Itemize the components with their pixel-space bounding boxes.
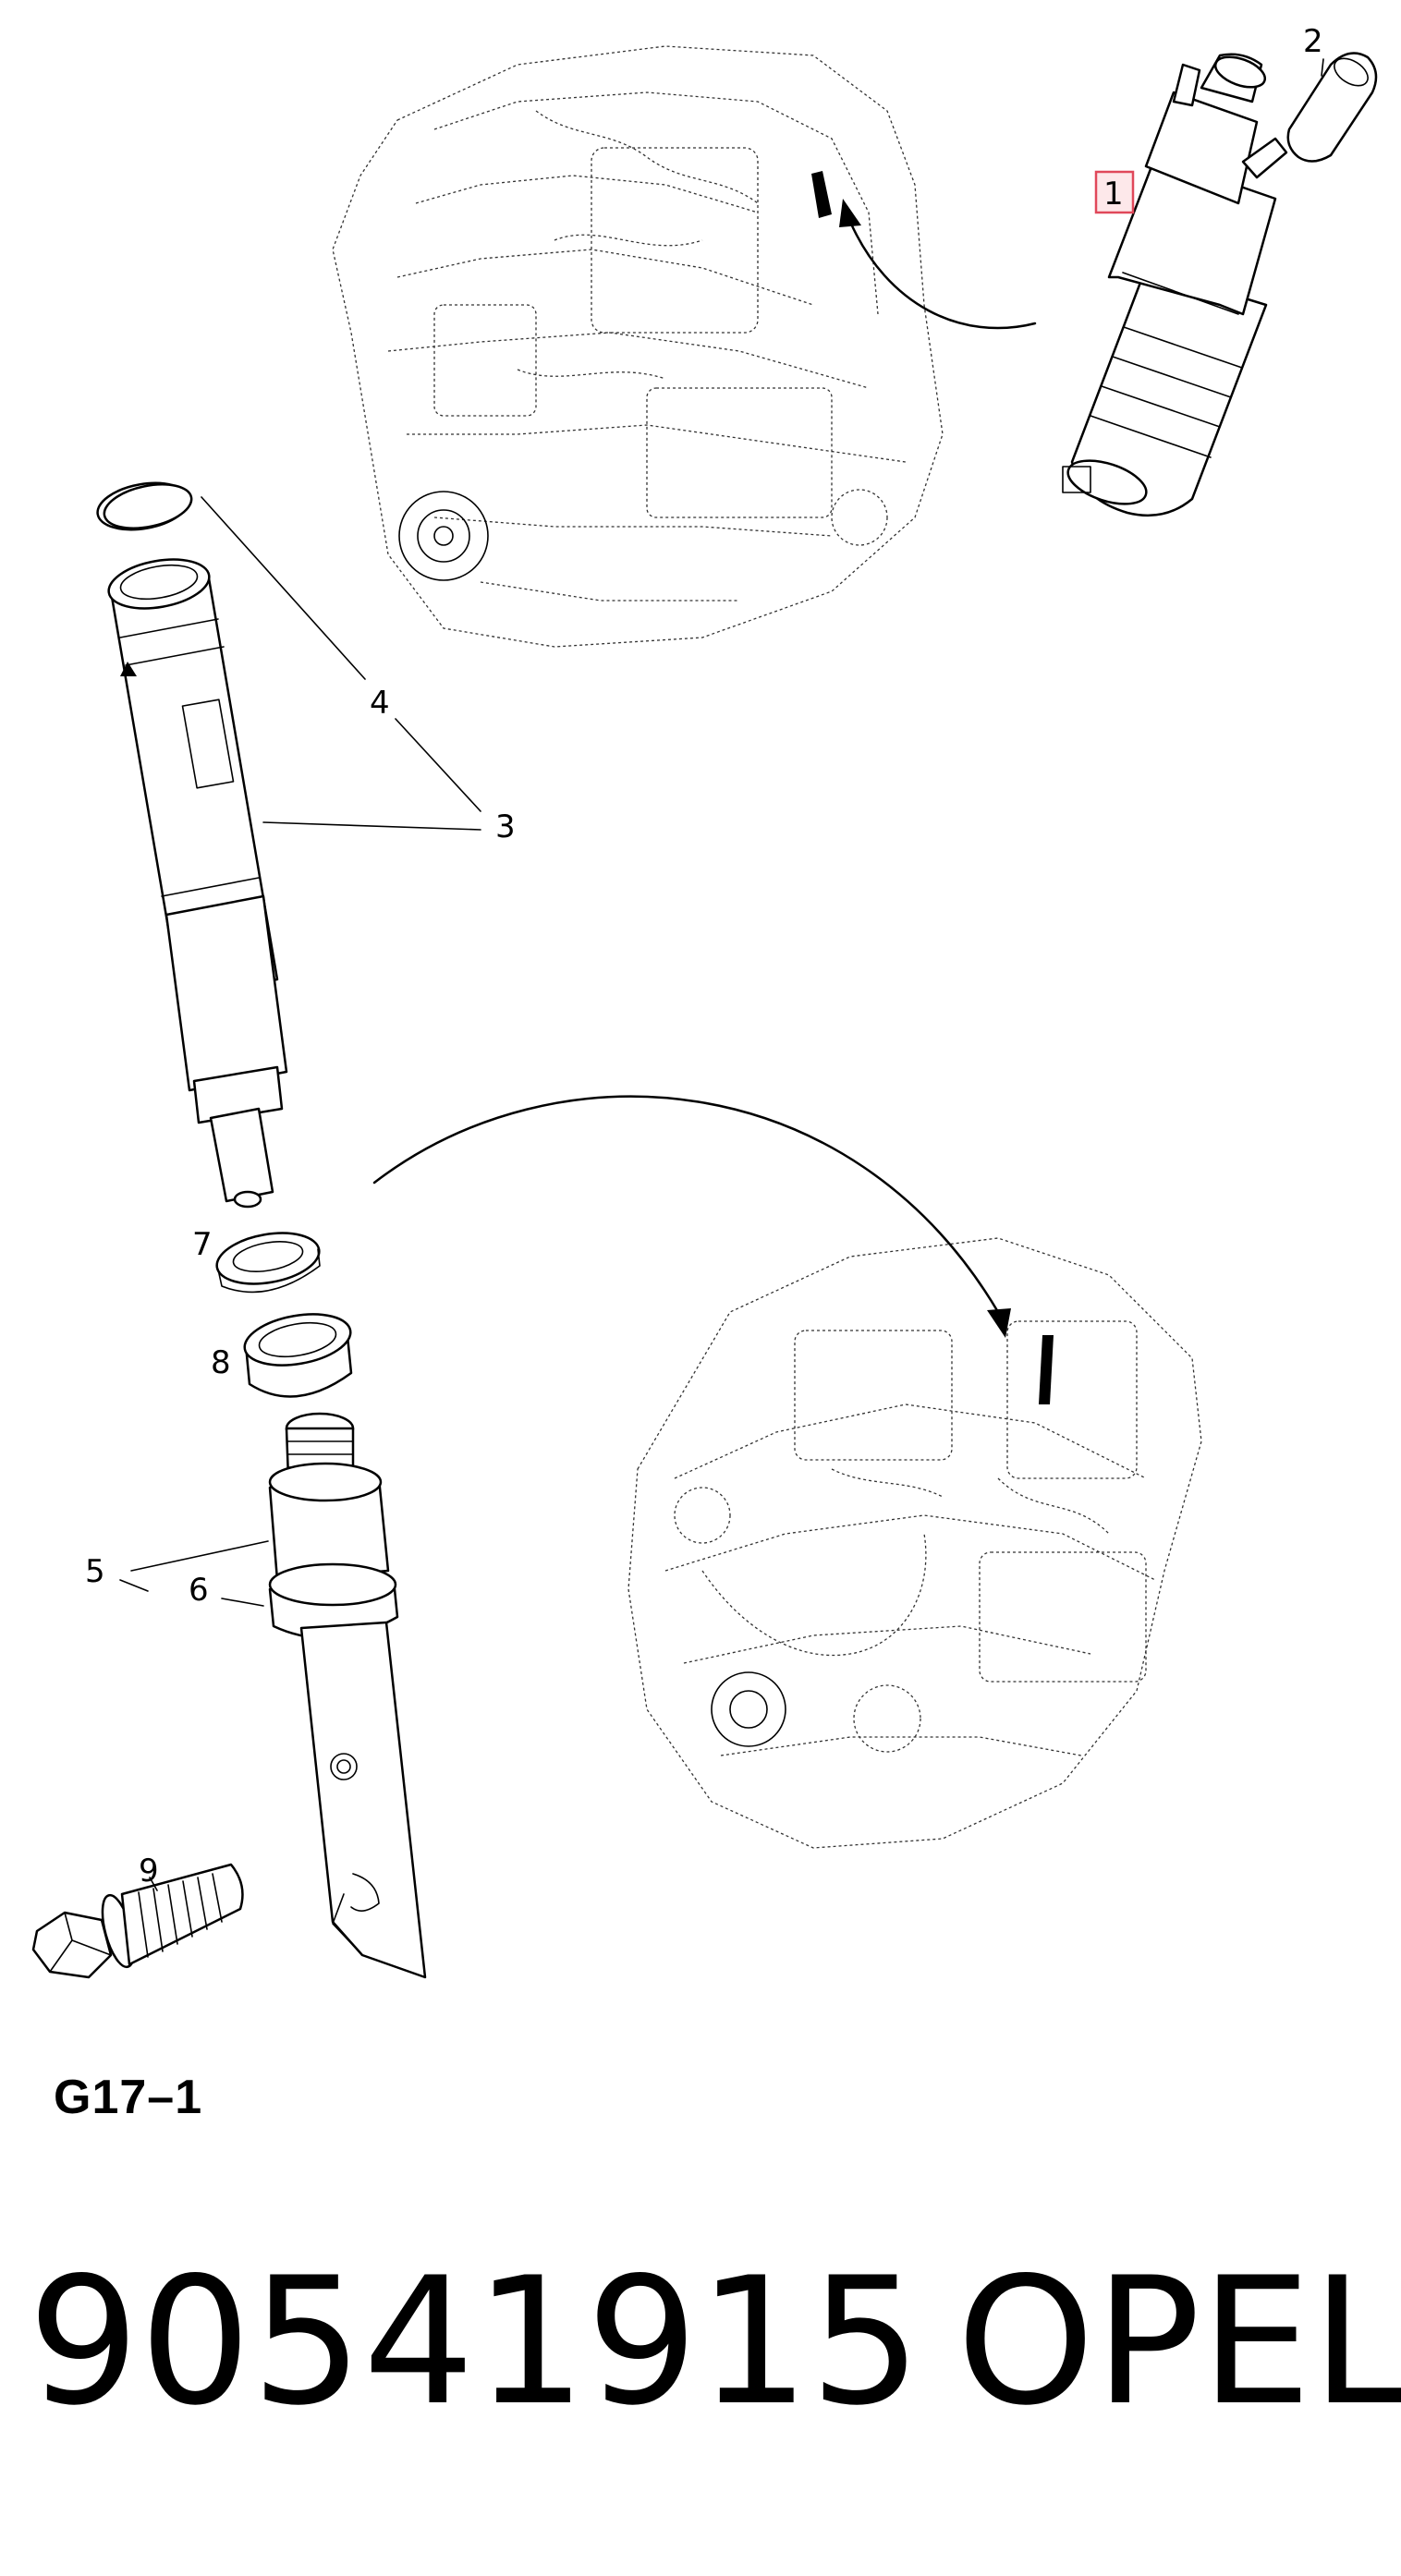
upper-engine-illustration <box>332 45 944 648</box>
lower-connector-arrow <box>372 1095 1000 1314</box>
protective-cap-2 <box>1286 52 1378 163</box>
leader-2 <box>1321 58 1324 77</box>
seal-ring-4 <box>103 483 193 529</box>
callout-9: 9 <box>139 1853 159 1889</box>
callout-6: 6 <box>189 1572 209 1609</box>
callout-1-highlight <box>1094 170 1135 214</box>
clamp-6 <box>268 1562 427 1979</box>
leader-6a <box>119 1579 149 1592</box>
part-number: 90541915 <box>28 2240 922 2444</box>
seal-washer-7 <box>215 1232 321 1294</box>
leader-9 <box>149 1877 158 1891</box>
callout-2: 2 <box>1303 23 1323 60</box>
bolt-9 <box>31 1863 244 1979</box>
injector-body-3 <box>96 481 288 1209</box>
upper-connector-arrow <box>848 220 1037 330</box>
callout-1: 1 <box>1103 176 1124 213</box>
callout-3: 3 <box>495 808 516 845</box>
sleeve-ring-8 <box>243 1313 353 1398</box>
callout-7: 7 <box>192 1226 213 1263</box>
leader-4b <box>395 718 481 812</box>
leader-5 <box>130 1540 269 1572</box>
callout-5: 5 <box>85 1553 105 1590</box>
leader-3 <box>262 821 481 831</box>
upper-arrowhead <box>839 199 861 227</box>
lower-engine-illustration <box>627 1237 1202 1849</box>
callout-4: 4 <box>370 685 390 722</box>
injector-assembly-1 <box>1062 53 1288 517</box>
nozzle-holder-5 <box>268 1412 390 1582</box>
callout-8: 8 <box>211 1344 231 1381</box>
figure-code: G17–1 <box>54 2071 203 2124</box>
leader-4a <box>201 496 366 680</box>
lower-arrowhead <box>987 1308 1011 1338</box>
brand-name: OPEL <box>956 2240 1401 2444</box>
leader-6b <box>221 1598 264 1607</box>
